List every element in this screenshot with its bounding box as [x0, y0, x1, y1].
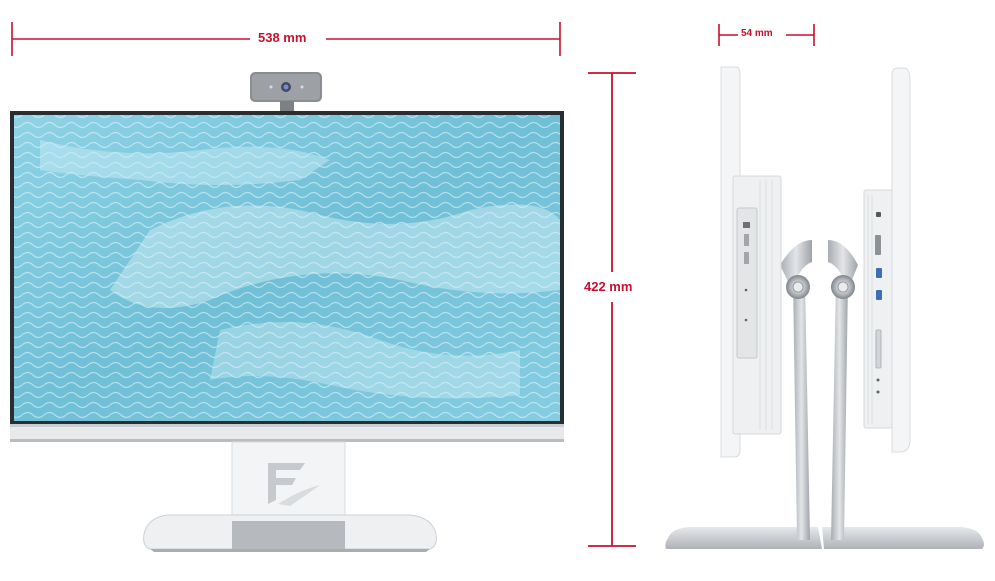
webcam: [250, 72, 322, 111]
depth-label: 54 mm: [741, 28, 773, 39]
side-view-right: [822, 67, 984, 549]
side-view-left: [665, 66, 822, 549]
height-dimension-line: [588, 72, 636, 547]
io-ports: [875, 212, 882, 394]
optical-drive: [736, 207, 758, 359]
width-label: 538 mm: [258, 30, 307, 45]
width-dimension-line: [11, 22, 561, 56]
height-label: 422 mm: [584, 279, 633, 294]
front-view-monitor: [10, 72, 564, 552]
stylized-f-logo: [268, 463, 320, 506]
depth-dimension-line: [718, 24, 815, 46]
